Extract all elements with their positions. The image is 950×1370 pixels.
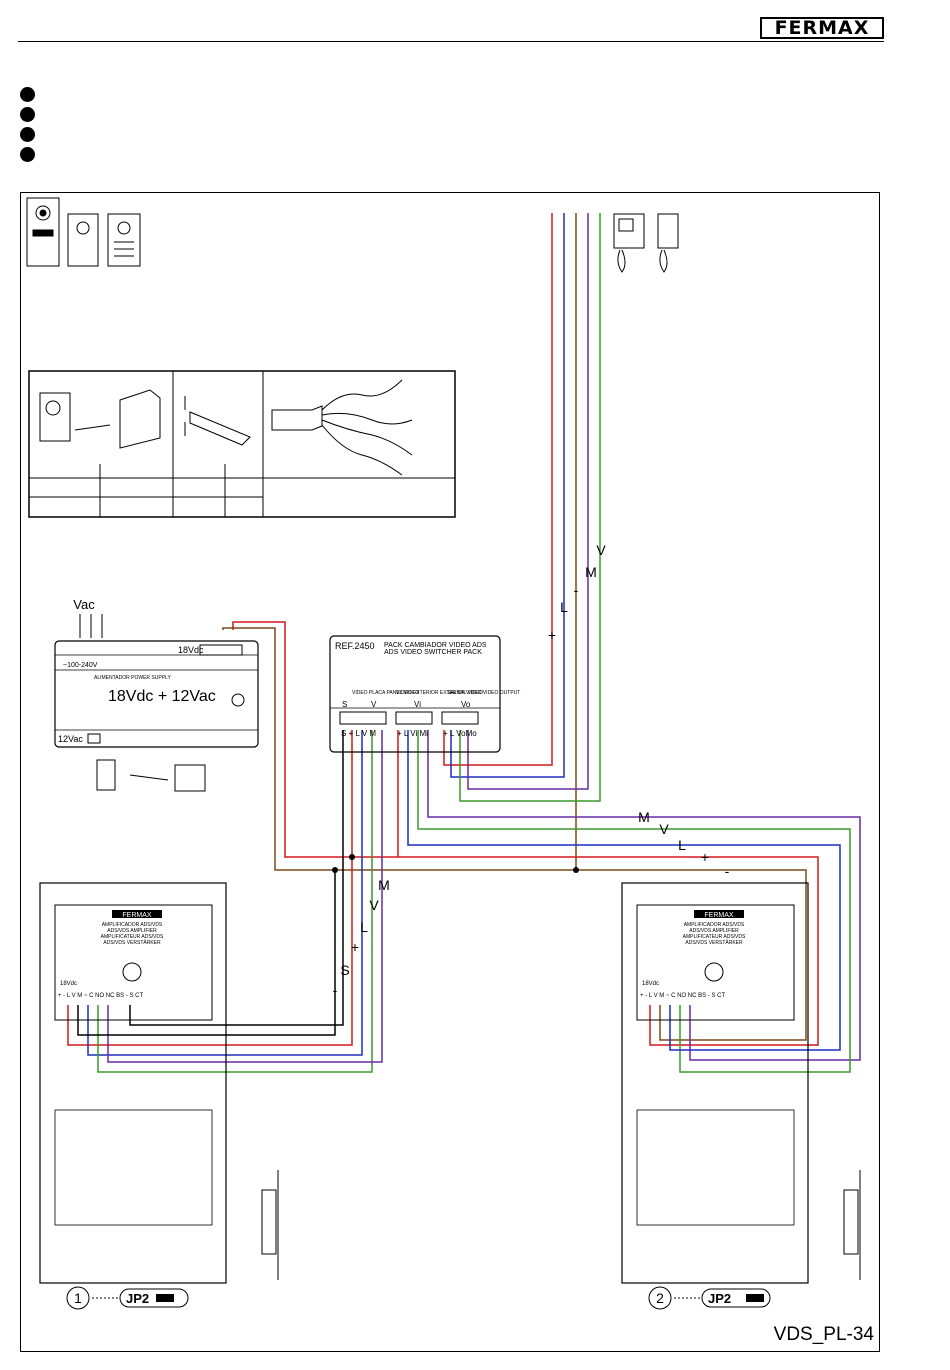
panel-label: L [360, 919, 368, 935]
amplifier-1: FERMAX AMPLIFICADOR ADS/VDS ADS/VDS AMPL… [39, 882, 227, 1284]
door-panel-icons [26, 197, 141, 267]
diagram-id: VDS_PL-34 [774, 1324, 875, 1345]
psu-12vac-label: 12Vac [58, 734, 83, 744]
riser-label: M [585, 564, 597, 580]
switcher-ext-section: VIDEO EXTERIOR EXTERNAL VIDEO [396, 690, 483, 696]
amp1-brand: FERMAX [122, 912, 152, 919]
bus-m-wire [427, 730, 861, 1061]
bus-v-wire [417, 730, 851, 1073]
riser-l-wire [450, 213, 565, 778]
amp1-supply: 18Vdc [60, 981, 77, 987]
switcher-panel-terminals: S + L V M [341, 729, 376, 738]
psu-minus-wire [222, 627, 807, 1041]
language-bullet [20, 127, 35, 142]
panel-plus-wire [67, 730, 353, 1046]
panel-label: V [369, 897, 379, 913]
language-bullet [20, 107, 35, 122]
riser-label: V [596, 542, 606, 558]
riser-plus-wire [443, 213, 553, 766]
jumper-label: JP2 [126, 1291, 149, 1306]
psu-title: 18Vdc + 12Vac [108, 688, 216, 705]
amp2-line: AMPLIFICADOR ADS/VDS [684, 922, 745, 928]
amp1-line: AMPLIFICADOR ADS/VDS [102, 922, 163, 928]
amp2-line: ADS/VDS AMPLIFIER [689, 928, 739, 934]
bus-label: - [725, 863, 730, 879]
bus-label: V [659, 821, 669, 837]
bus-label: M [638, 809, 650, 825]
riser-v-wire [459, 213, 601, 802]
monitor-icons [613, 213, 679, 273]
amp2-brand: FERMAX [704, 912, 734, 919]
panel-s-wire [129, 730, 344, 1026]
panel-v-wire [97, 730, 373, 1073]
jumper-2: 2 JP2 [648, 1286, 771, 1310]
switcher-title1: PACK CAMBIADOR VIDEO ADS [384, 642, 487, 649]
panel-minus-wire [77, 870, 336, 1036]
switcher-ext-terminals: + L Vi Mi [397, 729, 428, 738]
vac-label: Vac [73, 597, 95, 612]
switcher-vo-label: Vo [461, 700, 471, 709]
panel-label: + [351, 939, 359, 955]
junction-dots [332, 854, 579, 873]
cable-spec-table [28, 370, 456, 518]
riser-label: L [560, 599, 568, 615]
language-bullet [20, 87, 35, 102]
bus-label: L [678, 837, 686, 853]
wires [67, 213, 861, 1073]
switcher-out-section: SALIDA VIDEO VIDEO OUTPUT [447, 690, 520, 696]
panel-l-wire [87, 730, 363, 1056]
diagram-frame [20, 192, 880, 1352]
door-lock-icons [261, 1170, 861, 1280]
switcher-s-label: S [342, 700, 347, 709]
riser-label: + [548, 627, 556, 643]
jumper-label: JP2 [708, 1291, 731, 1306]
amp2-line: ADS/VDS VERSTÄRKER [685, 939, 743, 946]
switcher-ref: REF.2450 [335, 641, 375, 651]
riser-m-wire [467, 213, 589, 790]
wire-labels: + L - M V M V L + - - S + L V M [333, 542, 730, 998]
bus-label: + [701, 849, 709, 865]
amp1-line: AMPLIFICATEUR ADS/VDS [101, 934, 164, 940]
psu-name: ALIMENTADOR POWER SUPPLY [94, 675, 171, 681]
amp1-line: ADS/VDS AMPLIFIER [107, 928, 157, 934]
psu-plus-wire [232, 621, 819, 1046]
psu-range-label: ~100-240V [63, 662, 98, 669]
psu-sketch [96, 759, 206, 792]
video-switcher: REF.2450 PACK CAMBIADOR VIDEO ADS ADS VI… [329, 635, 520, 753]
bus-l-wire [407, 730, 841, 1051]
switcher-title2: ADS VIDEO SWITCHER PACK [384, 649, 482, 656]
power-supply: Vac 18Vdc ~100-240V 18Vdc + 12Vac ALIMEN… [54, 597, 259, 748]
riser-label: - [574, 582, 579, 598]
language-bullet [20, 147, 35, 162]
amplifier-2: FERMAX AMPLIFICADOR ADS/VDS ADS/VDS AMPL… [621, 882, 809, 1284]
jumper-num: 2 [656, 1290, 664, 1306]
panel-m-wire [107, 730, 383, 1063]
jumper-1: 1 JP2 [66, 1286, 189, 1310]
amp1-terminals: + - L V M ~ C NO NC BS - S CT [58, 993, 143, 999]
psu-18vdc-label: 18Vdc [178, 645, 204, 655]
header-rule [18, 41, 884, 42]
switcher-out-terminals: + L VoMo [443, 729, 477, 738]
switcher-panel-section: VIDEO PLACA PANEL VIDEO [352, 690, 419, 696]
fermax-logo: FERMAX [760, 17, 884, 39]
amp2-line: AMPLIFICATEUR ADS/VDS [683, 934, 746, 940]
amp1-line: ADS/VDS VERSTÄRKER [103, 939, 161, 946]
panel-label: - [333, 982, 338, 998]
amp2-supply: 18Vdc [642, 981, 659, 987]
panel-label: M [378, 877, 390, 893]
switcher-v-label: V [371, 700, 377, 709]
jumper-num: 1 [74, 1290, 82, 1306]
amp2-terminals: + - L V M ~ C NO NC BS - S CT [640, 993, 725, 999]
panel-label: S [340, 962, 349, 978]
switcher-vi-label: Vi [414, 700, 421, 709]
